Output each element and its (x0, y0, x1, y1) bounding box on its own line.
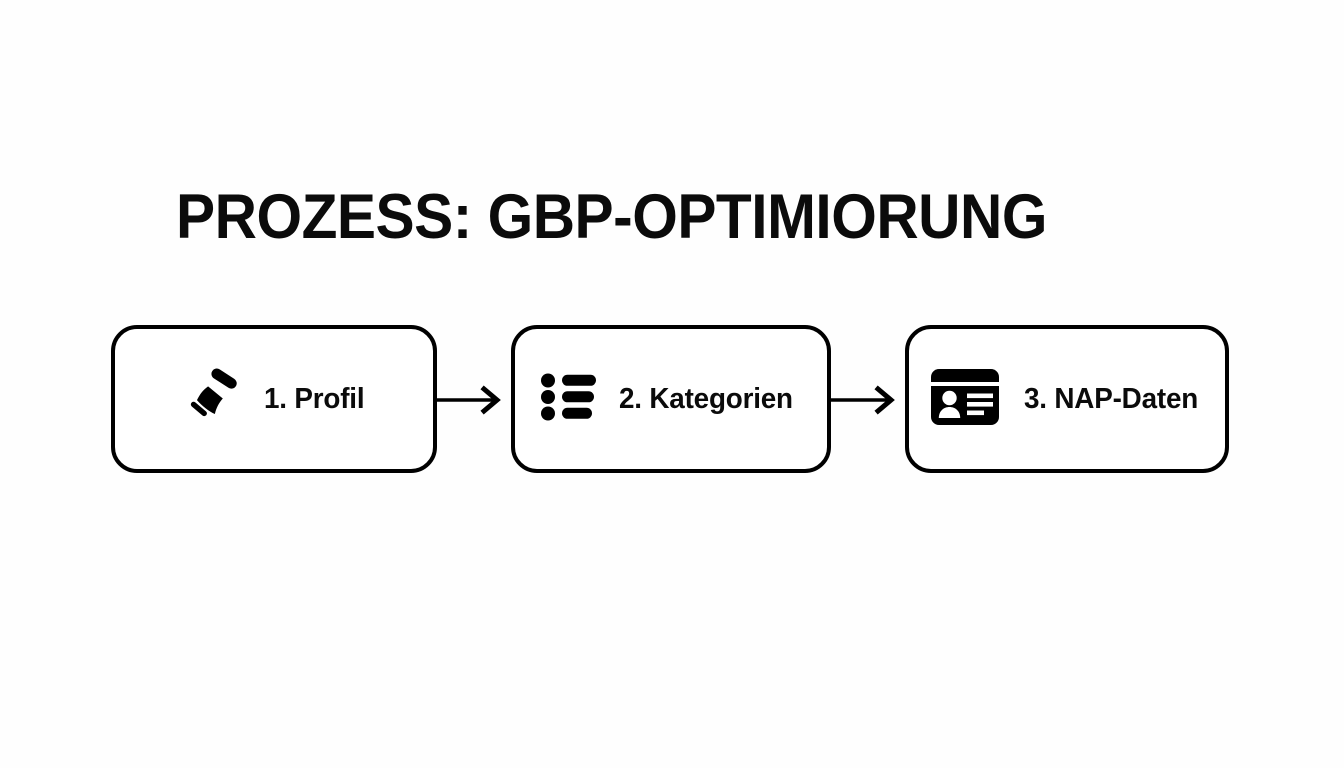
arrow-right-icon-1 (437, 384, 509, 416)
id-card-icon (928, 368, 1002, 431)
process-step-3[interactable]: 3. NAP-Daten (905, 325, 1229, 473)
process-flow: 1. Profil (0, 325, 1344, 475)
process-step-2[interactable]: 2. Kategorien (511, 325, 831, 473)
pushpin-icon (180, 366, 242, 433)
process-step-3-label: 3. NAP-Daten (1024, 382, 1199, 415)
process-step-2-label: 2. Kategorien (619, 382, 794, 415)
arrow-right-icon-2 (831, 384, 903, 416)
bulleted-list-icon (541, 372, 597, 427)
page-title: PROZESS: GBP-OPTIMIORUNG (176, 182, 1047, 252)
process-step-1-label: 1. Profil (263, 382, 365, 415)
process-step-1[interactable]: 1. Profil (111, 325, 437, 473)
